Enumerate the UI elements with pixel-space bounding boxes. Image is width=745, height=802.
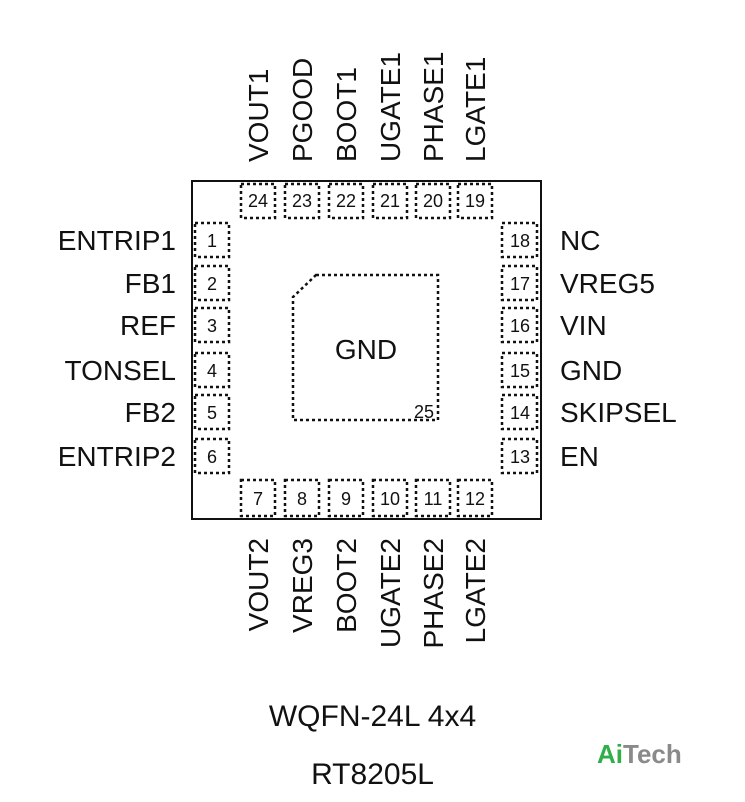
pin-label-boot1: BOOT1 [331,67,362,162]
pin-number-4: 4 [207,361,217,381]
pin-pad-23 [283,182,321,220]
brand-logo-tech: Tech [623,739,682,769]
pin-label-fb1: FB1 [125,268,176,299]
exposed-pad-name: GND [335,334,397,365]
part-number-caption: RT8205L [311,758,434,791]
pin-label-ugate2: UGATE2 [375,538,406,648]
pin-label-en-13: EN [560,441,599,472]
pin-pad-24 [239,182,277,220]
pin-label-phase1: PHASE1 [418,52,449,163]
pin-number-22: 22 [336,191,356,211]
pin-pad-22 [327,182,365,220]
pin-label-skipsel-14: SKIPSEL [560,397,677,428]
pin-pad-10 [371,478,409,518]
pin-pad-16 [500,306,539,344]
pin-number-21: 21 [380,191,400,211]
pin-pad-9 [327,478,365,518]
pin-label-phase2: PHASE2 [418,538,449,649]
pin-label-entrip1: ENTRIP1 [58,225,176,256]
pin-number-3: 3 [207,316,217,336]
pin-pad-18 [500,221,539,259]
pin-number-24: 24 [248,191,268,211]
pin-label-vout1: VOUT1 [243,69,274,162]
pin-number-20: 20 [423,191,443,211]
pin-label-lgate2: LGATE2 [460,538,491,643]
pin-pad-11 [414,478,452,518]
pin-label-lgate1: LGATE1 [460,57,491,162]
pin-number-12: 12 [465,489,485,509]
pin-pad-4 [193,351,231,389]
pin-label-fb2: FB2 [125,397,176,428]
pin-pad-1 [193,221,231,259]
pin-number-15: 15 [510,361,530,381]
pin-label-vout2: VOUT2 [243,538,274,631]
exposed-pad-number: 25 [414,402,434,422]
package-caption: WQFN-24L 4x4 [268,700,477,733]
pin-pad-12 [456,478,494,518]
pin-label-vreg3: VREG3 [287,538,318,633]
pin-number-17: 17 [510,274,530,294]
pin-pad-19 [456,182,494,220]
pin-number-10: 10 [380,489,400,509]
pin-number-5: 5 [207,403,217,423]
pin-pad-13 [500,437,539,475]
pin-number-19: 19 [465,191,485,211]
pin-number-11: 11 [424,489,443,509]
pin-label-boot2: BOOT2 [331,538,362,633]
pin-pad-15 [500,351,539,389]
pin-number-7: 7 [253,489,263,509]
pin-label-nc-18: NC [560,225,600,256]
pin-pad-20 [414,182,452,220]
pin-pad-3 [193,306,231,344]
pin-number-8: 8 [297,489,307,509]
pin-number-23: 23 [292,191,312,211]
pin-pad-14 [500,393,539,431]
pin-pad-8 [283,478,321,518]
pin-pad-6 [193,437,231,475]
package-body [191,180,542,520]
pin-label-entrip2: ENTRIP2 [58,441,176,472]
pin-label-ugate1: UGATE1 [375,52,406,162]
brand-logo: AiTech [597,739,682,770]
pin-number-13: 13 [510,447,530,467]
pin-label-pgood: PGOOD [287,58,318,162]
pin-number-9: 9 [341,489,351,509]
pin-label-vin-16: VIN [560,310,607,341]
pin-pad-7 [239,478,277,518]
pin-label-ref: REF [120,310,176,341]
pin-number-2: 2 [207,274,217,294]
brand-logo-ai: Ai [597,739,623,769]
pin-pad-2 [193,264,231,302]
pin-number-1: 1 [207,231,217,251]
pin-number-6: 6 [207,447,217,467]
pin-label-vreg5-17: VREG5 [560,268,655,299]
pin-label-tonsel: TONSEL [64,355,176,386]
pin-number-16: 16 [510,316,530,336]
pin-pad-21 [371,182,409,220]
pin-number-14: 14 [510,403,530,423]
pin-label-gnd-15: GND [560,355,622,386]
pin-pad-5 [193,393,231,431]
exposed-pad [291,273,440,422]
pin-pad-17 [500,264,539,302]
pin-number-18: 18 [510,231,530,251]
